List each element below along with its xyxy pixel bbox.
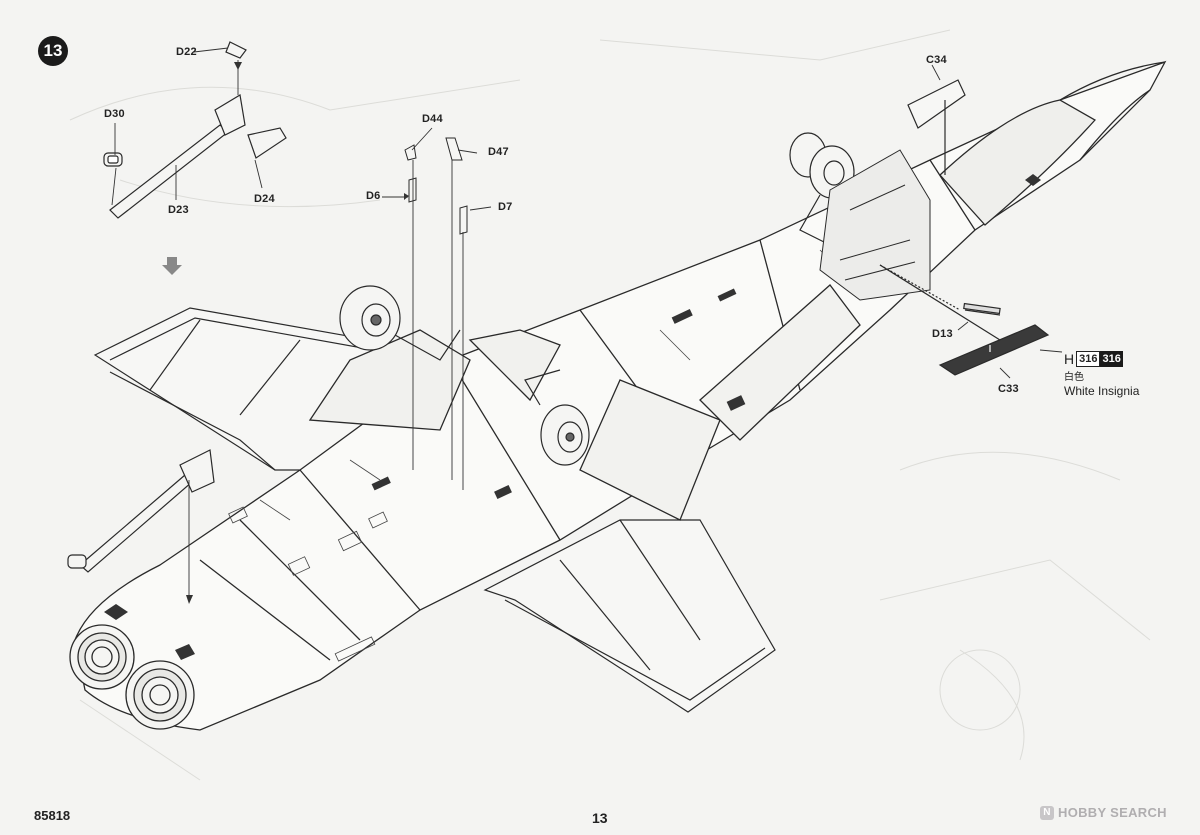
paint-callout: H 316 316 白色 White Insignia <box>1064 351 1139 398</box>
landing-gear <box>339 132 855 466</box>
label-d47: D47 <box>488 146 509 158</box>
label-d7: D7 <box>498 201 513 213</box>
label-d13: D13 <box>932 328 953 340</box>
label-d6: D6 <box>366 190 381 202</box>
port-wing <box>483 519 776 713</box>
engine-nozzles <box>69 624 195 730</box>
watermark-logo-icon: N <box>1040 805 1054 820</box>
label-d24: D24 <box>254 193 275 205</box>
label-d23: D23 <box>168 204 189 216</box>
assembly-arrows <box>186 62 409 604</box>
label-d44: D44 <box>422 113 443 125</box>
paint-color-en: White Insignia <box>1064 384 1140 398</box>
intake-vents <box>104 174 1041 660</box>
paint-color-jp: 白色 <box>1064 372 1084 383</box>
step-number-badge: 13 <box>38 36 68 66</box>
kit-number: 85818 <box>34 808 71 823</box>
watermark: N HOBBY SEARCH <box>1040 805 1167 820</box>
paint-code-white: 316 <box>1076 351 1101 367</box>
watermark-text: HOBBY SEARCH <box>1058 805 1167 820</box>
part-c34-door <box>907 79 966 175</box>
paint-brand-letter: H <box>1064 351 1075 367</box>
page-number: 13 <box>592 810 608 826</box>
leader-lines <box>111 47 1063 600</box>
paint-code-row: H 316 316 <box>1064 351 1139 367</box>
label-d22: D22 <box>176 46 197 58</box>
direction-arrow-icon <box>162 257 182 275</box>
paint-code-black: 316 <box>1100 351 1123 367</box>
part-d13-c33 <box>879 264 1050 376</box>
nose-gear-bay <box>819 149 931 301</box>
part-d23-probe <box>103 41 287 219</box>
part-d23-probe-lower <box>67 449 215 573</box>
background-ghost-lines <box>69 29 1151 781</box>
label-d30: D30 <box>104 108 125 120</box>
label-c34: C34 <box>926 54 947 66</box>
label-c33: C33 <box>998 383 1019 395</box>
